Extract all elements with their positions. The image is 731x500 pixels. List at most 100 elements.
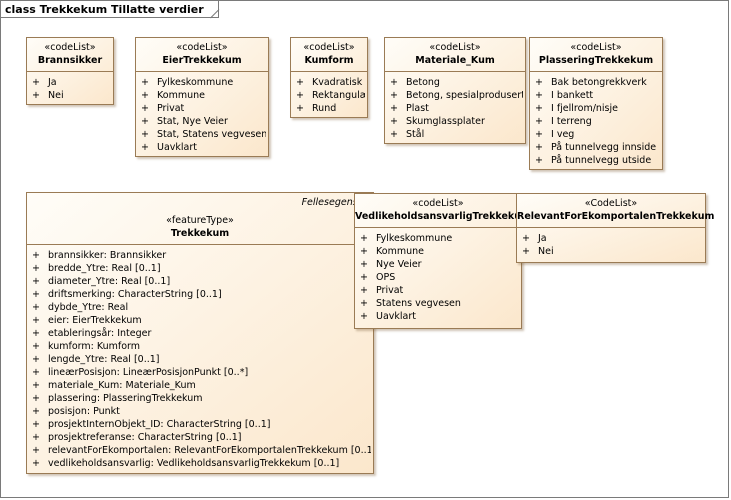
attribute-label: Kommune [376, 246, 424, 257]
tagged-value-label: Fellesegenska [301, 197, 369, 208]
attribute-label: vedlikeholdsansvarlig: Vedlikeholdsansva… [48, 458, 340, 469]
attribute-row: +lengde_Ytre: Real [0..1] [29, 353, 371, 366]
public-visibility-marker: + [32, 354, 40, 365]
public-visibility-marker: + [390, 116, 398, 127]
attribute-list: + Kvadratisk + Rektangulær + Rund [291, 72, 367, 117]
public-visibility-marker: + [141, 77, 149, 88]
public-visibility-marker: + [535, 116, 543, 127]
attribute-label: diameter_Ytre: Real [0..1] [48, 276, 171, 287]
attribute-label: lineærPosisjon: LineærPosisjonPunkt [0..… [48, 367, 249, 378]
attribute-row: +kumform: Kumform [29, 340, 371, 353]
public-visibility-marker: + [360, 233, 368, 244]
class-header: «CodeList» RelevantForEkomportalenTrekke… [517, 194, 715, 228]
attribute-list: +Fylkeskommune+Kommune+Privat+Stat, Nye … [136, 72, 268, 156]
attribute-row: +Betong [387, 76, 523, 89]
attribute-label: Rektangulær [312, 90, 365, 101]
attribute-row: +eier: EierTrekkekum [29, 314, 371, 327]
public-visibility-marker: + [32, 90, 40, 101]
attribute-row: +Betong, spesialprodusert [387, 89, 523, 102]
public-visibility-marker: + [296, 90, 304, 101]
class-header: «codeList» PlasseringTrekkekum [530, 38, 662, 72]
attribute-row: +Nei [29, 89, 111, 102]
public-visibility-marker: + [522, 233, 530, 244]
public-visibility-marker: + [360, 285, 368, 296]
attribute-label: I fjellrom/nisje [551, 103, 618, 114]
attribute-row: +Skumglassplater [387, 115, 523, 128]
attribute-row: +Privat [357, 284, 519, 297]
public-visibility-marker: + [296, 77, 304, 88]
public-visibility-marker: + [32, 393, 40, 404]
public-visibility-marker: + [360, 298, 368, 309]
stereotype-label: «codeList» [412, 198, 464, 209]
attribute-row: +På tunnelvegg utside [532, 154, 660, 167]
attribute-row: + I terreng [532, 115, 660, 128]
class-header: «codeList» EierTrekkekum [136, 38, 268, 72]
attribute-label: Ja [48, 77, 57, 88]
public-visibility-marker: + [535, 77, 543, 88]
public-visibility-marker: + [360, 311, 368, 322]
public-visibility-marker: + [141, 142, 149, 153]
class-eier-trekkekum[interactable]: «codeList» EierTrekkekum +Fylkeskommune+… [135, 37, 269, 157]
attribute-label: Fylkeskommune [157, 77, 234, 88]
public-visibility-marker: + [32, 77, 40, 88]
public-visibility-marker: + [32, 445, 40, 456]
attribute-label: I terreng [551, 116, 592, 127]
attribute-row: +Uavklart [138, 141, 266, 154]
public-visibility-marker: + [535, 142, 543, 153]
attribute-list: +Ja+Nei [517, 228, 705, 260]
public-visibility-marker: + [360, 272, 368, 283]
attribute-row: + På tunnelvegg innside [532, 141, 660, 154]
public-visibility-marker: + [360, 259, 368, 270]
public-visibility-marker: + [360, 246, 368, 257]
attribute-row: +Stat, Statens vegvesen [138, 128, 266, 141]
attribute-row: +Stat, Nye Veier [138, 115, 266, 128]
class-header: «codeList» Kumform [291, 38, 367, 72]
attribute-row: + Kommune [138, 89, 266, 102]
attribute-row: + lineærPosisjon: LineærPosisjonPunkt [0.… [29, 366, 371, 379]
attribute-row: +Ja [519, 232, 703, 245]
class-header: «codeList» VedlikeholdsansvarligTrekkeku… [355, 194, 521, 228]
attribute-row: +posisjon: Punkt [29, 405, 371, 418]
class-relevant-for-ekomportalen-trekkekum[interactable]: «CodeList» RelevantForEkomportalenTrekke… [516, 193, 715, 263]
class-name: RelevantForEkomportalenTrekkekum [517, 211, 715, 222]
attribute-row: + Rund [293, 102, 365, 115]
attribute-label: posisjon: Punkt [48, 406, 120, 417]
class-name: Materiale_Kum [415, 55, 495, 66]
attribute-label: Stat, Statens vegvesen [157, 129, 266, 140]
class-plassering-trekkekum[interactable]: «codeList» PlasseringTrekkekum +Bak beto… [529, 37, 663, 170]
attribute-row: +I veg [532, 128, 660, 141]
class-vedlikeholdsansvarlig-trekkekum[interactable]: «codeList» VedlikeholdsansvarligTrekkeku… [354, 193, 522, 329]
class-trekkekum[interactable]: Fellesegenska «featureType» Trekkekum +b… [26, 192, 374, 474]
public-visibility-marker: + [32, 276, 40, 287]
class-name: Brannsikker [37, 55, 103, 66]
class-materiale-kum[interactable]: «codeList» Materiale_Kum +Betong+Betong,… [384, 37, 526, 144]
class-brannsikker[interactable]: «codeList» Brannsikker + Ja+Nei [26, 37, 114, 105]
public-visibility-marker: + [535, 90, 543, 101]
public-visibility-marker: + [296, 103, 304, 114]
attribute-row: +bredde_Ytre: Real [0..1] [29, 262, 371, 275]
public-visibility-marker: + [141, 116, 149, 127]
public-visibility-marker: + [390, 103, 398, 114]
attribute-row: +Nei [519, 245, 703, 258]
attribute-label: Kvadratisk [312, 77, 363, 88]
public-visibility-marker: + [141, 90, 149, 101]
attribute-row: +prosjektreferanse: CharacterString [0..… [29, 431, 371, 444]
attribute-row: + diameter_Ytre: Real [0..1] [29, 275, 371, 288]
public-visibility-marker: + [522, 246, 530, 257]
attribute-row: + Kommune [357, 245, 519, 258]
attribute-label: Statens vegvesen [376, 298, 461, 309]
diagram-title: class Trekkekum Tillatte verdier [1, 1, 219, 18]
public-visibility-marker: + [32, 250, 40, 261]
class-kumform[interactable]: «codeList» Kumform + Kvadratisk + Rektangul… [290, 37, 368, 118]
public-visibility-marker: + [32, 367, 40, 378]
attribute-label: På tunnelvegg innside [551, 142, 657, 153]
attribute-label: Kommune [157, 90, 205, 101]
public-visibility-marker: + [32, 315, 40, 326]
attribute-row: +dybde_Ytre: Real [29, 301, 371, 314]
stereotype-label: «featureType» [166, 215, 234, 226]
attribute-list: + Ja+Nei [27, 72, 113, 104]
attribute-label: Rund [312, 103, 337, 114]
class-header: «codeList» Brannsikker [27, 38, 113, 72]
attribute-label: Stål [406, 129, 425, 140]
attribute-label: etableringsår: Integer [48, 328, 152, 339]
